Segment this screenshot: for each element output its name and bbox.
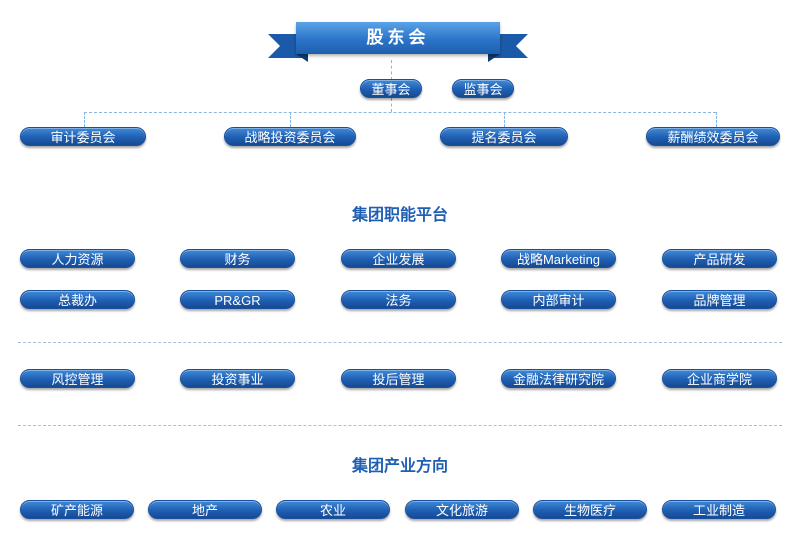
board-of-directors: 董事会	[360, 79, 422, 98]
platform-item: 产品研发	[662, 249, 777, 268]
platform-item: 投后管理	[341, 369, 456, 388]
platform-item: 金融法律研究院	[501, 369, 616, 388]
connector-line	[391, 60, 392, 80]
committee-nomination: 提名委员会	[440, 127, 568, 146]
connector-line	[84, 112, 716, 113]
industry-item: 文化旅游	[405, 500, 519, 519]
ribbon-right-fold	[488, 54, 500, 62]
industry-item: 矿产能源	[20, 500, 134, 519]
platform-item: 总裁办	[20, 290, 135, 309]
industry-item: 农业	[276, 500, 390, 519]
platform-item: 品牌管理	[662, 290, 777, 309]
platform-item: 人力资源	[20, 249, 135, 268]
platform-item: 战略Marketing	[501, 249, 616, 268]
committee-strategy-investment: 战略投资委员会	[224, 127, 356, 146]
platform-item: 内部审计	[501, 290, 616, 309]
platform-item: 风控管理	[20, 369, 135, 388]
section-divider	[18, 342, 782, 343]
platform-item: 投资事业	[180, 369, 295, 388]
section-divider	[18, 425, 782, 426]
committee-compensation: 薪酬绩效委员会	[646, 127, 780, 146]
shareholders-title: 股东会	[296, 22, 500, 54]
connector-line	[391, 98, 392, 112]
ribbon-left-fold	[296, 54, 308, 62]
platform-item: 财务	[180, 249, 295, 268]
committee-audit: 审计委员会	[20, 127, 146, 146]
connector-line	[84, 112, 85, 127]
industry-item: 地产	[148, 500, 262, 519]
platform-item: 企业商学院	[662, 369, 777, 388]
industry-item: 生物医疗	[533, 500, 647, 519]
platform-item: PR&GR	[180, 290, 295, 309]
platform-item: 企业发展	[341, 249, 456, 268]
platform-item: 法务	[341, 290, 456, 309]
board-of-supervisors: 监事会	[452, 79, 514, 98]
industry-heading: 集团产业方向	[351, 458, 448, 475]
shareholders-banner: 股东会	[268, 14, 528, 64]
industry-item: 工业制造	[662, 500, 776, 519]
platform-heading: 集团职能平台	[351, 207, 448, 224]
connector-line	[716, 112, 717, 127]
connector-line	[504, 112, 505, 127]
connector-line	[290, 112, 291, 127]
